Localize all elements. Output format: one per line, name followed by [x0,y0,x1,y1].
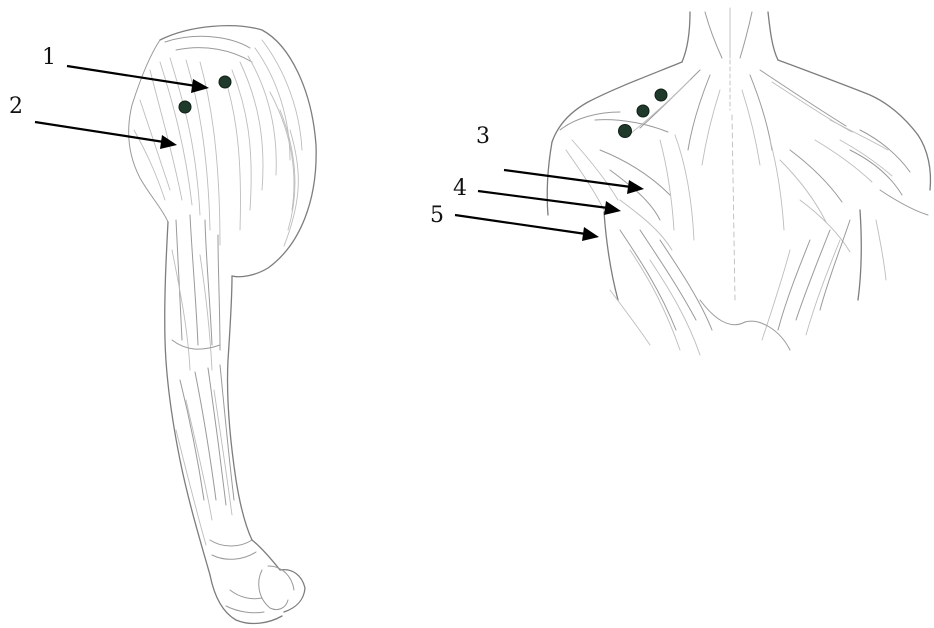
arrow-2 [35,122,177,149]
arrow-5 [455,215,599,241]
marker-dot [637,105,649,117]
marker-dot [619,125,632,138]
back-marker-points [619,89,668,138]
marker-dot [655,89,667,101]
arrow-3 [504,170,644,194]
arrow-4 [478,191,621,215]
label-4: 4 [453,178,467,200]
label-1: 1 [42,47,56,69]
arrow-1 [67,66,209,93]
back-sketch [547,8,930,355]
label-2: 2 [9,96,23,118]
label-5: 5 [430,205,444,227]
marker-dot [179,101,191,113]
arm-sketch [129,26,316,624]
marker-dot [219,76,231,88]
label-3: 3 [476,126,490,148]
